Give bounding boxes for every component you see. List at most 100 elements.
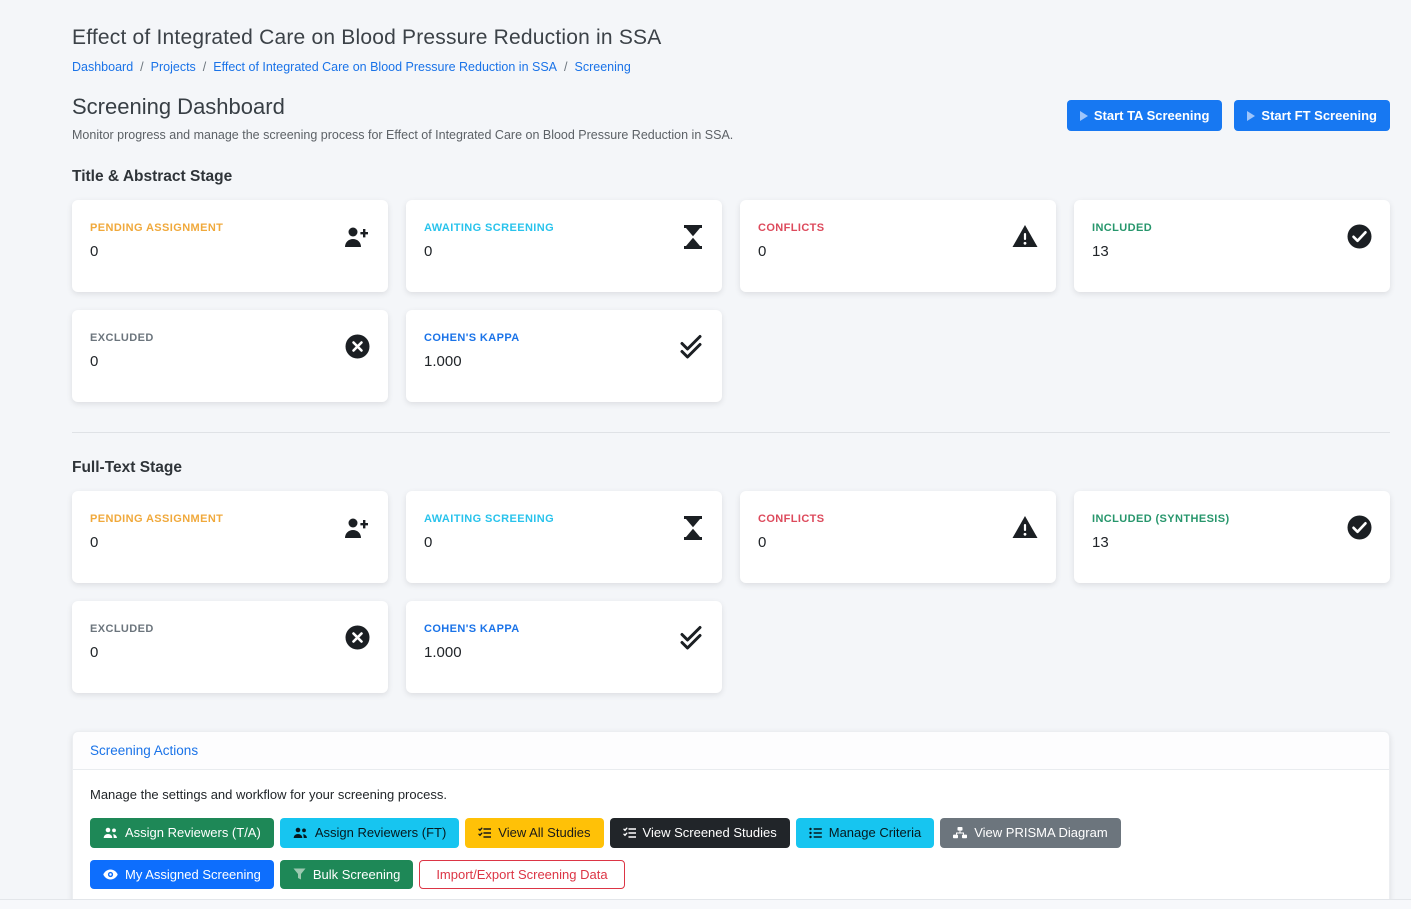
stat-card-cohens-kappa: COHEN'S KAPPA 1.000 <box>406 601 722 693</box>
stat-value: 1.000 <box>424 353 462 370</box>
list-icon <box>809 827 822 839</box>
stat-label: EXCLUDED <box>90 623 154 635</box>
person-plus-icon <box>342 515 370 541</box>
stage-divider <box>72 432 1390 433</box>
bulk-screening-button[interactable]: Bulk Screening <box>279 859 414 890</box>
stat-card-excluded: EXCLUDED 0 <box>72 310 388 402</box>
dashboard-subtitle: Monitor progress and manage the screenin… <box>72 128 734 142</box>
button-label: My Assigned Screening <box>125 866 261 882</box>
stat-card-awaiting-screening: AWAITING SCREENING 0 <box>406 491 722 583</box>
stat-card-pending-assignment: PENDING ASSIGNMENT 0 <box>72 200 388 292</box>
stat-card-excluded: EXCLUDED 0 <box>72 601 388 693</box>
screening-actions-card: Screening Actions Manage the settings an… <box>72 731 1390 909</box>
stat-card-awaiting-screening: AWAITING SCREENING 0 <box>406 200 722 292</box>
breadcrumb-projects[interactable]: Projects <box>150 60 196 74</box>
warning-triangle-icon <box>1012 515 1038 539</box>
double-check-icon <box>678 334 704 360</box>
screening-actions-description: Manage the settings and workflow for you… <box>90 787 447 802</box>
stat-value: 0 <box>424 243 433 260</box>
stat-label: COHEN'S KAPPA <box>424 332 520 344</box>
stat-label: AWAITING SCREENING <box>424 222 555 234</box>
stat-label: CONFLICTS <box>758 222 825 234</box>
list-check-icon <box>478 827 492 839</box>
page-title: Effect of Integrated Care on Blood Press… <box>72 26 662 49</box>
stat-label: INCLUDED (SYNTHESIS) <box>1092 513 1230 525</box>
breadcrumb-separator: / <box>202 60 207 74</box>
ta-stat-grid: PENDING ASSIGNMENT 0 AWAITING SCREENING … <box>72 200 1390 402</box>
button-label: View All Studies <box>498 825 591 840</box>
stat-value: 13 <box>1092 534 1109 551</box>
eye-icon <box>103 869 118 880</box>
button-label: Import/Export Screening Data <box>436 866 608 882</box>
actions-row-2: My Assigned Screening Bulk Screening Imp… <box>90 859 1372 890</box>
stat-value: 0 <box>90 243 99 260</box>
stat-value: 0 <box>424 534 433 551</box>
ft-stat-grid: PENDING ASSIGNMENT 0 AWAITING SCREENING … <box>72 491 1390 693</box>
stat-label: EXCLUDED <box>90 332 154 344</box>
users-icon <box>293 827 308 839</box>
assign-reviewers-ta-button[interactable]: Assign Reviewers (T/A) <box>90 818 274 848</box>
my-assigned-screening-button[interactable]: My Assigned Screening <box>90 859 274 890</box>
check-circle-icon <box>1347 515 1372 540</box>
button-label: View PRISMA Diagram <box>974 825 1108 840</box>
stat-value: 1.000 <box>424 644 462 661</box>
start-ta-label: Start TA Screening <box>1093 108 1210 123</box>
section-title-ft: Full-Text Stage <box>72 459 182 476</box>
dashboard-header: Screening Dashboard Monitor progress and… <box>72 94 1390 142</box>
stat-label: INCLUDED <box>1092 222 1153 234</box>
stat-label: PENDING ASSIGNMENT <box>90 222 224 234</box>
breadcrumb-screening[interactable]: Screening <box>574 60 631 74</box>
stat-value: 0 <box>758 534 767 551</box>
button-label: Bulk Screening <box>312 866 401 882</box>
stat-label: AWAITING SCREENING <box>424 513 555 525</box>
section-title-ta: Title & Abstract Stage <box>72 168 233 185</box>
diagram-icon <box>953 826 968 839</box>
stat-value: 13 <box>1092 243 1109 260</box>
actions-row-1: Assign Reviewers (T/A) Assign Reviewers … <box>90 818 1372 848</box>
stat-card-conflicts: CONFLICTS 0 <box>740 491 1056 583</box>
play-icon <box>1247 110 1256 121</box>
start-ft-screening-button[interactable]: Start FT Screening <box>1234 100 1390 131</box>
button-label: Manage Criteria <box>828 825 922 840</box>
assign-reviewers-ft-button[interactable]: Assign Reviewers (FT) <box>279 818 460 848</box>
hourglass-icon <box>682 224 704 250</box>
play-icon <box>1079 110 1088 121</box>
stat-value: 0 <box>758 243 767 260</box>
stat-value: 0 <box>90 534 99 551</box>
manage-criteria-button[interactable]: Manage Criteria <box>795 818 935 848</box>
start-ta-screening-button[interactable]: Start TA Screening <box>1066 100 1223 131</box>
start-ft-label: Start FT Screening <box>1261 108 1377 123</box>
person-plus-icon <box>342 224 370 250</box>
button-label: Assign Reviewers (T/A) <box>125 825 261 840</box>
filter-icon <box>293 868 306 880</box>
stat-label: COHEN'S KAPPA <box>424 623 520 635</box>
stat-label: PENDING ASSIGNMENT <box>90 513 224 525</box>
screening-actions-title: Screening Actions <box>73 732 1389 770</box>
stat-value: 0 <box>90 353 99 370</box>
hourglass-icon <box>682 515 704 541</box>
stat-label: CONFLICTS <box>758 513 825 525</box>
stat-value: 0 <box>90 644 99 661</box>
double-check-icon <box>678 625 704 651</box>
breadcrumb: Dashboard / Projects / Effect of Integra… <box>72 60 1390 74</box>
view-all-studies-button[interactable]: View All Studies <box>465 818 604 848</box>
breadcrumb-separator: / <box>140 60 144 74</box>
x-circle-icon <box>345 625 370 650</box>
stat-card-pending-assignment: PENDING ASSIGNMENT 0 <box>72 491 388 583</box>
button-label: Assign Reviewers (FT) <box>314 825 447 840</box>
import-export-screening-data-button[interactable]: Import/Export Screening Data <box>419 859 625 890</box>
view-prisma-diagram-button[interactable]: View PRISMA Diagram <box>940 818 1121 848</box>
users-icon <box>103 827 118 839</box>
stat-card-conflicts: CONFLICTS 0 <box>740 200 1056 292</box>
breadcrumb-project[interactable]: Effect of Integrated Care on Blood Press… <box>213 60 558 74</box>
x-circle-icon <box>345 334 370 359</box>
view-screened-studies-button[interactable]: View Screened Studies <box>609 818 790 848</box>
button-label: View Screened Studies <box>642 825 777 840</box>
list-check-icon <box>622 827 636 839</box>
breadcrumb-dashboard[interactable]: Dashboard <box>72 60 134 74</box>
stat-card-included-synthesis: INCLUDED (SYNTHESIS) 13 <box>1074 491 1390 583</box>
footer-divider <box>0 899 1411 909</box>
stat-card-cohens-kappa: COHEN'S KAPPA 1.000 <box>406 310 722 402</box>
breadcrumb-separator: / <box>564 60 568 74</box>
